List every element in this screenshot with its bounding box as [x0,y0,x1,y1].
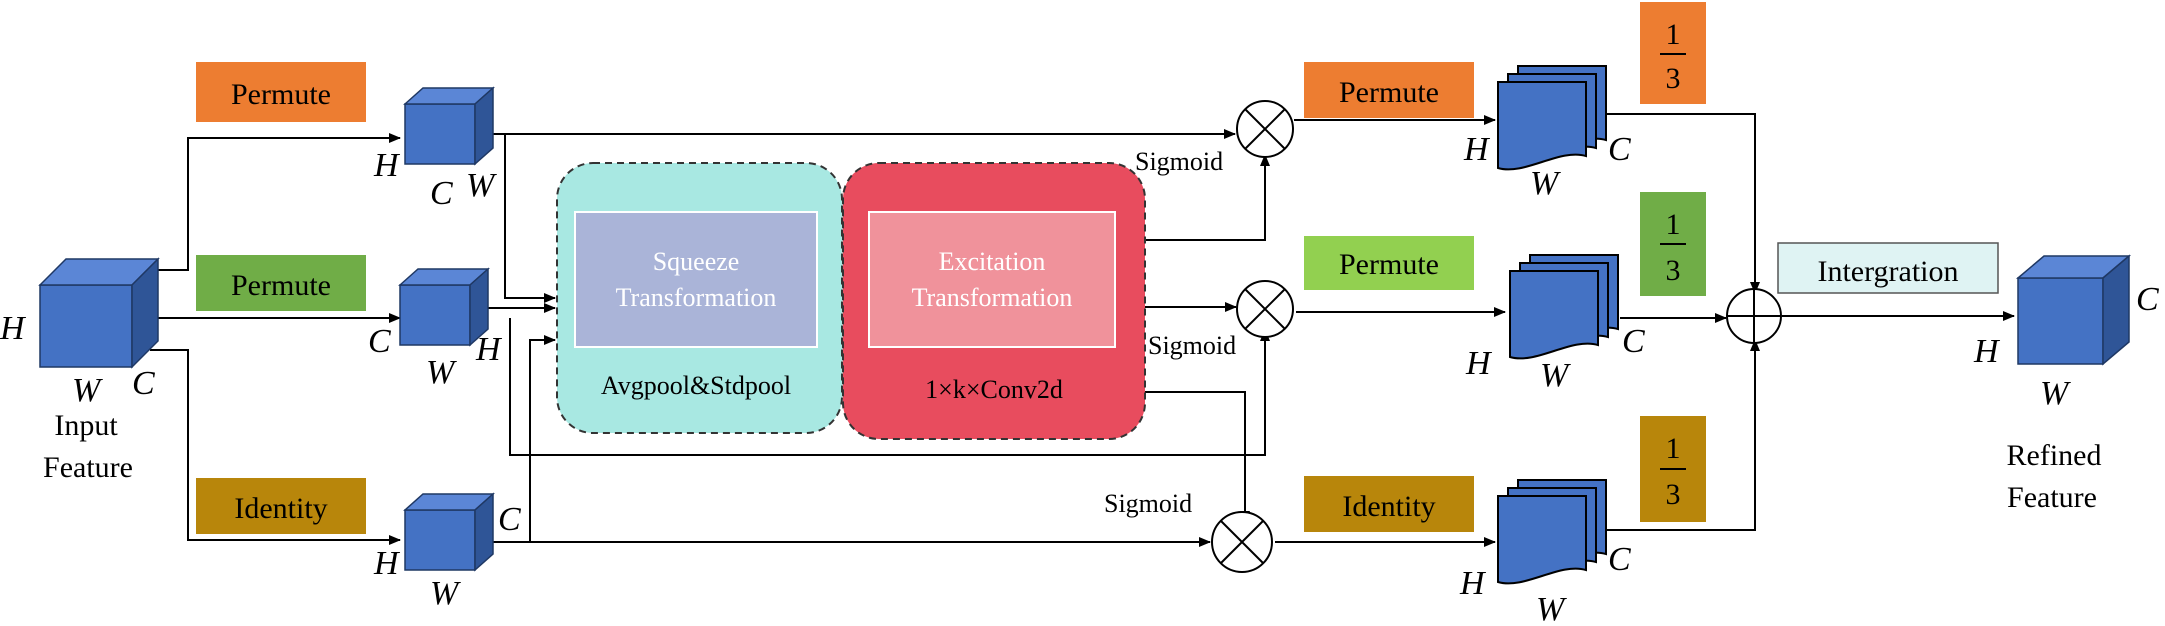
svg-text:3: 3 [1666,62,1681,95]
sigmoid-label-bottom: Sigmoid [1104,489,1192,518]
permute-label-right-middle: Permute [1304,236,1474,290]
stack-mid-h-label: H [1465,345,1493,382]
squeeze-caption: Avgpool&Stdpool [601,371,791,400]
svg-text:3: 3 [1666,478,1681,511]
stack-bottom-w-label: W [1536,591,1567,626]
cube-mid-w-label: W [426,354,457,391]
svg-text:1: 1 [1666,18,1681,51]
input-feature-cube [38,257,160,369]
identity-label-left: Identity [196,478,366,534]
excitation-caption: 1×k×Conv2d [925,375,1063,404]
integration-label: Intergration [1777,242,1999,294]
refined-feature-cube [2015,254,2132,366]
cube-mid-h-label: H [475,331,503,368]
squeeze-title-line2: Transformation [616,283,777,312]
refined-feature-line2: Feature [2007,481,2097,514]
weight-one-third-bottom: 1 3 [1640,416,1706,522]
permute-label-top: Permute [196,62,366,122]
stack-top-h-label: H [1463,131,1491,168]
permute-label-right-top: Permute [1304,62,1474,118]
cube-bottom-h-label: H [373,545,401,582]
permute-label-middle: Permute [196,255,366,311]
multiply-node-bottom [1211,511,1273,573]
sigmoid-label-top: Sigmoid [1135,147,1223,176]
squeeze-title-line1: Squeeze [653,247,740,276]
stack-top-w-label: W [1530,165,1561,202]
stacked-output-middle [1509,254,1619,360]
cube-permuted-middle [398,267,490,347]
input-w-label: W [72,372,103,409]
svg-text:Permute: Permute [231,269,331,302]
cube-bottom-w-label: W [430,575,461,612]
svg-text:1: 1 [1666,432,1681,465]
excitation-title-line1: Excitation [939,247,1046,276]
weight-one-third-top: 1 3 [1640,2,1706,104]
stack-top-c-label: C [1608,131,1631,168]
cube-mid-c-label: C [368,323,391,360]
cube-permuted-top [403,86,495,166]
cube-top-c-label: C [430,175,453,212]
weight-one-third-middle: 1 3 [1640,192,1706,296]
svg-text:Permute: Permute [231,78,331,111]
squeeze-transformation-block: Squeeze Transformation Avgpool&Stdpool [556,162,843,434]
sigmoid-label-middle: Sigmoid [1148,331,1236,360]
stack-bottom-h-label: H [1459,565,1487,602]
stacked-output-bottom [1497,479,1607,585]
stack-mid-c-label: C [1622,323,1645,360]
stack-mid-w-label: W [1540,357,1571,394]
refined-c-label: C [2136,281,2159,318]
refined-h-label: H [1973,333,2001,370]
svg-text:3: 3 [1666,254,1681,287]
svg-text:Identity: Identity [1342,490,1435,523]
input-c-label: C [132,365,155,402]
svg-text:Intergration: Intergration [1817,255,1958,288]
excitation-transformation-block: Excitation Transformation 1×k×Conv2d [842,162,1146,440]
svg-text:Permute: Permute [1339,76,1439,109]
input-feature-line1: Input [54,409,118,442]
input-h-label: H [0,310,27,347]
stacked-output-top [1497,65,1607,171]
cube-top-h-label: H [373,147,401,184]
sum-node [1726,288,1782,344]
connection-lines [150,113,2015,547]
cube-identity-bottom [403,492,495,572]
refined-feature-line1: Refined [2007,439,2102,472]
multiply-node-middle [1236,280,1294,338]
cube-top-w-label: W [466,167,497,204]
input-feature-line2: Feature [43,451,133,484]
cube-bottom-c-label: C [498,501,521,538]
svg-text:1: 1 [1666,208,1681,241]
multiply-node-top [1236,100,1294,158]
excitation-title-line2: Transformation [912,283,1073,312]
svg-text:Identity: Identity [234,492,327,525]
identity-label-right: Identity [1304,476,1474,532]
svg-text:Permute: Permute [1339,248,1439,281]
refined-w-label: W [2040,375,2071,412]
stack-bottom-c-label: C [1608,541,1631,578]
